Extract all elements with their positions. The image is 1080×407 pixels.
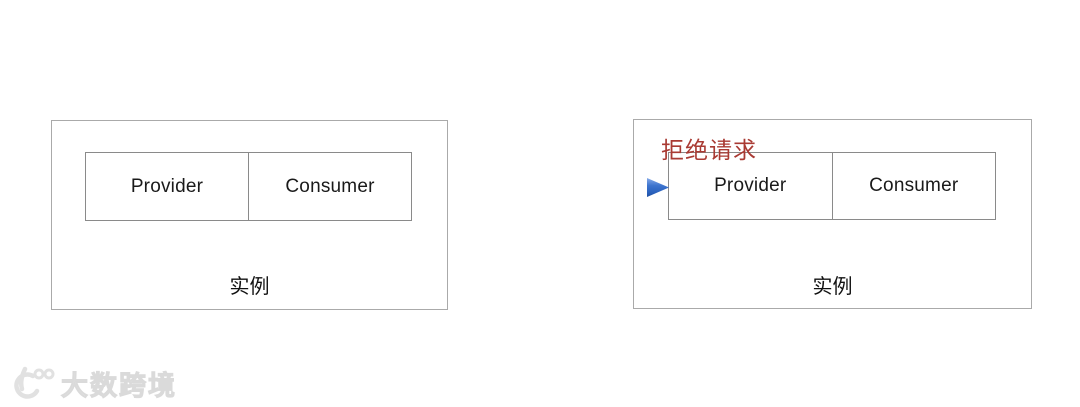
- left-instance-label: 实例: [229, 276, 270, 298]
- watermark-text: 大数跨境: [61, 371, 177, 402]
- left-app-box: Provider Consumer: [85, 152, 412, 221]
- rejection-label: 拒绝请求: [661, 137, 757, 163]
- left-consumer-cell: Consumer: [249, 153, 411, 220]
- right-provider-cell: Provider: [669, 153, 833, 219]
- right-app-box: Provider Consumer: [668, 152, 996, 220]
- right-consumer-cell: Consumer: [833, 153, 996, 219]
- request-arrow-icon: [412, 178, 669, 197]
- right-instance-label: 实例: [812, 276, 853, 298]
- right-provider-label: Provider: [714, 175, 787, 196]
- right-consumer-label: Consumer: [869, 175, 959, 196]
- left-consumer-label: Consumer: [285, 175, 375, 197]
- left-provider-label: Provider: [130, 175, 204, 197]
- watermark: 大数跨境: [8, 364, 177, 403]
- left-provider-cell: Provider: [86, 153, 249, 220]
- watermark-logo-icon: [14, 366, 55, 399]
